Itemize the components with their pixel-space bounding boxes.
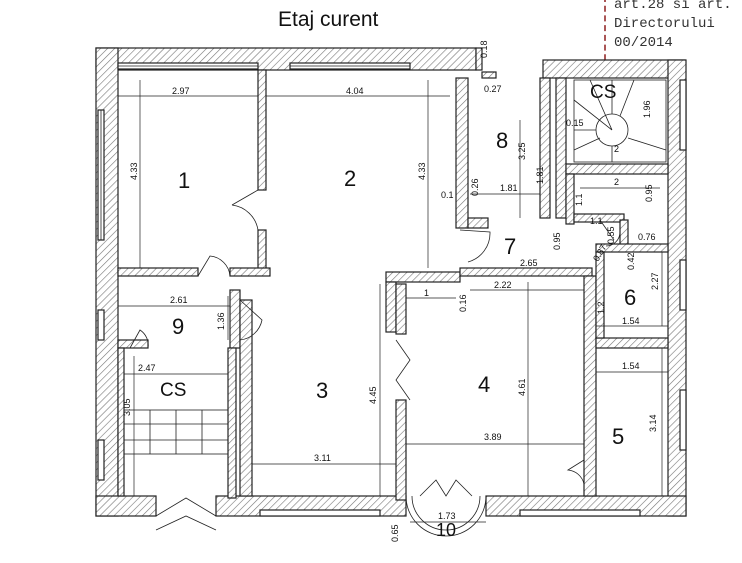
- dim-r2-width: 4.04: [346, 86, 364, 96]
- stamp-line-1: art.28 si art.: [614, 0, 732, 13]
- interior-walls: [117, 69, 669, 501]
- dim-r7-d: 0.55: [606, 226, 616, 244]
- dim-r2-height: 4.33: [417, 162, 427, 180]
- dim-r1-height: 4.33: [129, 162, 139, 180]
- dim-r3-width: 3.11: [314, 453, 331, 463]
- room-8-label: 8: [496, 128, 509, 153]
- approval-stamp: art.28 si art. Directorului 00/2014: [604, 0, 742, 70]
- dim-small-width: 2: [614, 177, 619, 187]
- dimension-labels: 2.97 4.04 4.33 4.33 0.18 0.27 3.25 1.81 …: [122, 40, 660, 542]
- page-title: Etaj curent: [278, 8, 379, 31]
- room-2-label: 2: [344, 166, 357, 191]
- dim-r7-b: 2.65: [520, 258, 538, 268]
- dim-r6-a: 0.76: [638, 232, 656, 242]
- dim-r8-d: 1.81: [500, 183, 518, 193]
- dim-r4-height: 4.61: [517, 378, 527, 396]
- dimension-lines: [118, 80, 668, 523]
- dim-r5-width: 1.54: [622, 361, 640, 371]
- dim-r6-b: 0.42: [626, 252, 636, 270]
- stamp-line-2: Directorului: [614, 16, 715, 32]
- dim-r10-a: 0.65: [390, 524, 400, 542]
- dim-r5-height: 3.14: [648, 414, 658, 432]
- dim-r6-height: 2.27: [650, 272, 660, 290]
- room-7-label: 7: [504, 234, 517, 259]
- room-3-label: 3: [316, 378, 329, 403]
- dim-r8-e: 0.1: [441, 190, 454, 200]
- staircase-top: [573, 79, 667, 163]
- stamp-line-3: 00/2014: [614, 35, 673, 51]
- dim-r6-c: 1.2: [596, 301, 606, 314]
- dim-r3-height: 4.45: [368, 386, 378, 404]
- dim-small-height: 0.95: [644, 184, 654, 202]
- room-cs-left-label: CS: [160, 380, 187, 401]
- dim-r4-width: 3.89: [484, 432, 502, 442]
- dim-r4-c: 0.16: [458, 294, 468, 312]
- dim-r9-height: 1.36: [216, 312, 226, 330]
- staircase-left: [123, 409, 229, 455]
- dim-r4-a: 1: [424, 288, 429, 298]
- dim-r8-a: 0.18: [479, 40, 489, 58]
- doors: [129, 189, 621, 537]
- dim-r8-b: 0.27: [484, 84, 502, 94]
- dim-r10-width: 1.73: [438, 511, 456, 521]
- room-cs-top-label: CS: [590, 82, 617, 103]
- dim-r8-c: 1.81: [535, 166, 545, 184]
- dim-small-a: 1.1: [574, 193, 584, 206]
- dim-r9-width: 2.61: [170, 295, 188, 305]
- dim-r7-a: 0.95: [552, 232, 562, 250]
- room-6-label: 6: [624, 285, 637, 310]
- dim-cs-c: 2: [614, 144, 619, 154]
- room-1-label: 1: [178, 168, 191, 193]
- dim-cs-left-width: 2.47: [138, 363, 156, 373]
- room-4-label: 4: [478, 372, 491, 397]
- dim-r8-height: 3.25: [517, 142, 527, 160]
- windows: [97, 62, 687, 517]
- dim-r4-b: 2.22: [494, 280, 512, 290]
- dim-cs-b: 0.15: [566, 118, 584, 128]
- dim-r1-width: 2.97: [172, 86, 190, 96]
- dim-cs-left-height: 3.05: [122, 398, 132, 416]
- dim-r6-width: 1.54: [622, 316, 640, 326]
- dim-r8-f: 0.26: [470, 178, 480, 196]
- dim-cs-a: 1.96: [642, 100, 652, 118]
- room-5-label: 5: [612, 424, 625, 449]
- room-10-label: 10: [436, 520, 457, 540]
- dim-small-b: 1.1: [590, 216, 603, 226]
- room-9-label: 9: [172, 314, 185, 339]
